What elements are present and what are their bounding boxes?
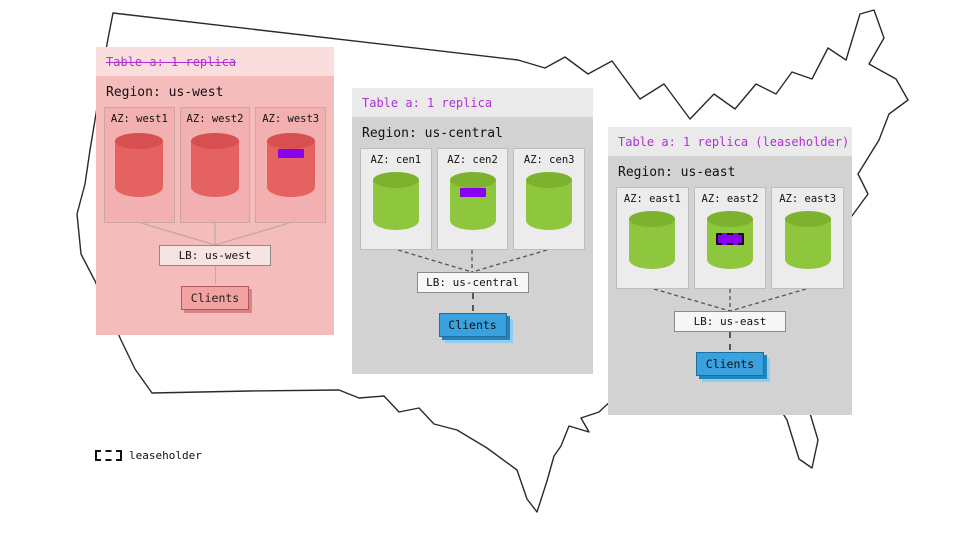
az-box-west2: AZ: west2 [179,107,251,223]
az-row: AZ: west1 AZ: west2 AZ: west3 [96,107,334,223]
table-replica-label: Table a: 1 replica [362,95,493,110]
cylinder-body [191,141,239,197]
leaseholder-replica-marker [716,233,744,245]
cylinder-body [372,180,419,230]
lb-to-clients-connector [471,293,474,311]
region-label: Region: us-west [106,85,224,100]
clients-box: Clients [696,352,764,376]
az-row: AZ: east1 AZ: east2 AZ: east3 [608,187,852,289]
az-box-cen1: AZ: cen1 [360,148,432,250]
az-label: AZ: cen3 [523,154,575,166]
load-balancer-box: LB: us-west [159,245,271,266]
lb-to-clients-connector [729,332,731,350]
az-box-east3: AZ: east3 [771,187,845,289]
region-panel-us-west: Table a: 1 replica Region: us-west AZ: w… [96,47,334,335]
load-balancer-box: LB: us-central [416,272,529,293]
database-cylinder-icon [191,133,239,197]
az-to-lb-connectors [140,223,290,245]
leaseholder-swatch-icon [95,450,122,461]
panel-header-us-central: Table a: 1 replica [352,88,593,117]
cylinder-body [115,141,164,197]
database-cylinder-icon [449,172,496,230]
clients-box: Clients [181,286,249,310]
table-replica-label: Table a: 1 replica [106,54,237,69]
az-label: AZ: east1 [623,193,681,205]
cylinder-top [526,172,573,188]
database-cylinder-icon [115,133,164,197]
cylinder-top [191,133,239,149]
replica-marker [459,188,486,197]
legend: leaseholder [95,449,202,462]
az-box-west3: AZ: west3 [255,107,327,223]
database-cylinder-icon [372,172,419,230]
az-label: AZ: east3 [779,193,837,205]
az-label: AZ: cen2 [447,154,498,166]
az-label: AZ: cen1 [370,154,422,166]
region-label: Region: us-east [618,165,736,180]
database-cylinder-icon [784,211,831,269]
az-box-cen2: AZ: cen2 [436,148,509,250]
panel-header-us-east: Table a: 1 replica (leaseholder) [608,127,852,156]
legend-label: leaseholder [129,449,202,462]
clients-box: Clients [438,313,507,337]
cylinder-top [784,211,831,227]
database-cylinder-icon [629,211,676,269]
load-balancer-box: LB: us-east [674,311,786,332]
panel-header-us-west: Table a: 1 replica [96,47,334,76]
replica-marker [277,149,304,158]
az-box-west1: AZ: west1 [104,107,175,223]
cylinder-top [372,172,419,188]
database-cylinder-icon [707,211,753,269]
az-label: AZ: west3 [262,113,320,125]
database-cylinder-icon [266,133,315,197]
lb-to-clients-connector [214,266,216,284]
az-box-cen3: AZ: cen3 [513,148,586,250]
cylinder-top [266,133,315,149]
az-box-east2: AZ: east2 [693,187,767,289]
az-label: AZ: west1 [110,113,168,125]
cylinder-top [449,172,496,188]
cylinder-body [784,219,831,269]
az-box-east1: AZ: east1 [616,187,689,289]
database-cylinder-icon [526,172,573,230]
region-label: Region: us-central [362,126,503,141]
az-label: AZ: east2 [701,193,759,205]
table-replica-label: Table a: 1 replica (leaseholder) [618,134,850,149]
region-panel-us-east: Table a: 1 replica (leaseholder) Region:… [608,127,852,415]
az-row: AZ: cen1 AZ: cen2 AZ: cen3 [352,148,593,250]
region-panel-us-central: Table a: 1 replica Region: us-central AZ… [352,88,593,374]
az-label: AZ: west2 [186,113,244,125]
az-to-lb-connectors [653,289,807,311]
cylinder-body [629,219,676,269]
az-to-lb-connectors [397,250,548,272]
cylinder-top [629,211,676,227]
cylinder-top [115,133,164,149]
cylinder-top [707,211,753,227]
cylinder-body [526,180,573,230]
